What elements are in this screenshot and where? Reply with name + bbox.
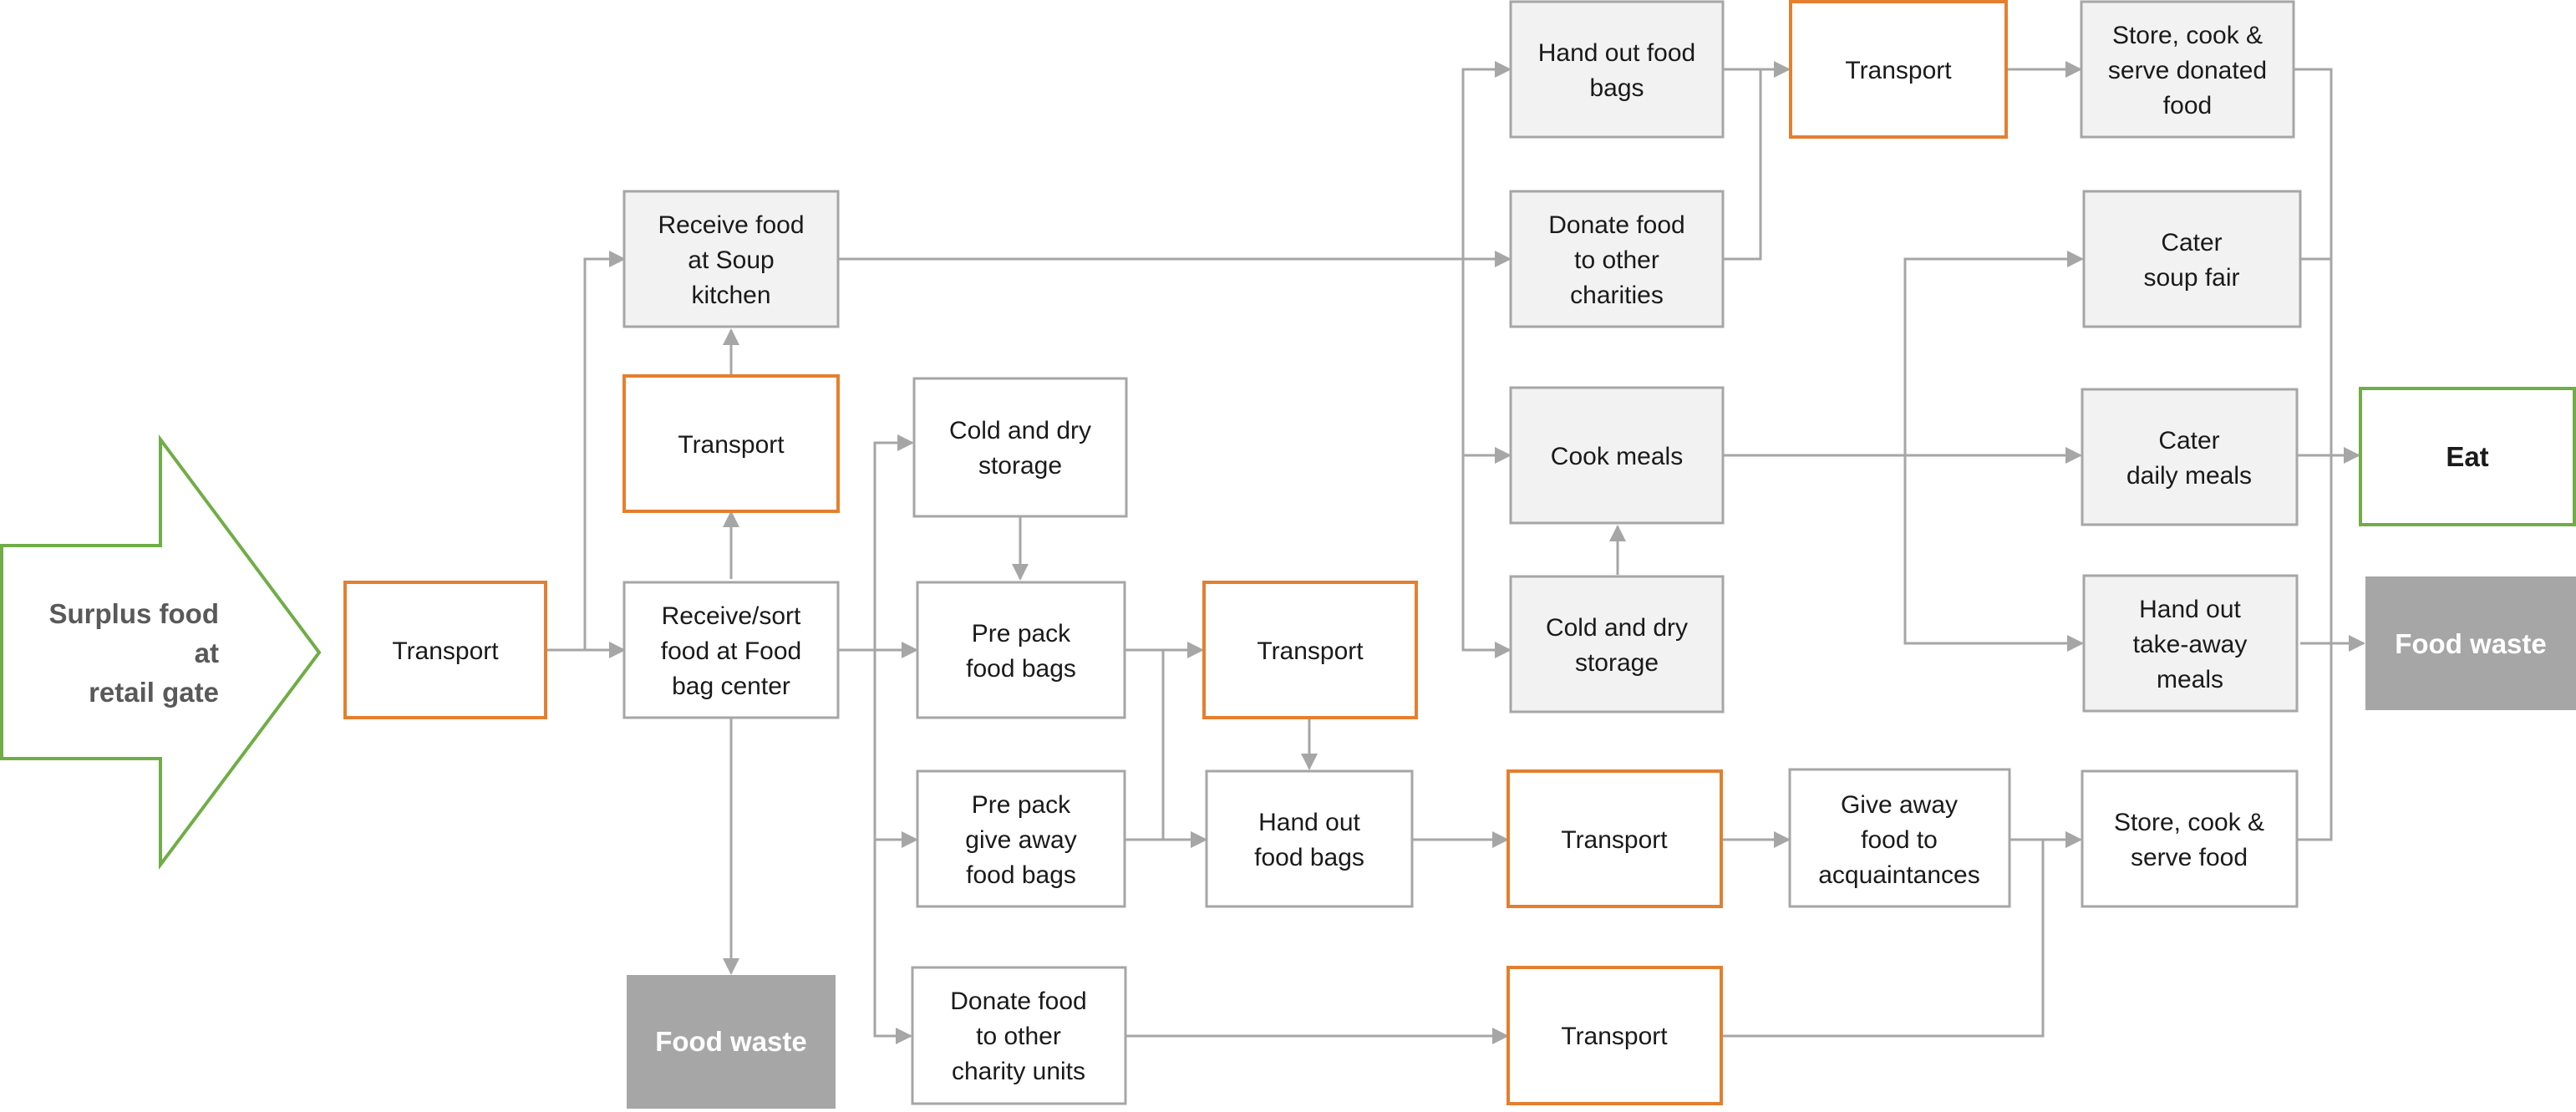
node-label: food bags [966,861,1076,889]
receive-sort-node: Receive/sort food at Food bag center [622,581,840,719]
connector [1461,61,1512,259]
node-label: Cold and dry [949,417,1091,444]
pre-pack-give-away-node: Pre pack give away food bags [916,769,1126,908]
node-label: Donate food [1548,211,1684,239]
hand-out-food-bags-top-node: Hand out food bags [1509,0,1725,139]
hand-out-take-away-node: Hand out take-away meals [2082,574,2299,713]
connector [873,434,914,650]
node-label: Receive food [658,211,804,239]
give-away-acquaintances-node: Give away food to acquaintances [1788,768,2011,908]
transport-node: Transport [1789,0,2008,139]
transport-node: Transport [343,581,547,719]
node-label: give away [965,826,1076,854]
node-label: storage [1575,649,1659,677]
connector [1461,455,1512,658]
node-label: Receive/sort [662,602,801,630]
node-label: to other [976,1023,1061,1050]
store-cook-serve-donated-node: Store, cook & serve donated food [2080,0,2295,139]
cold-dry-storage-right-node: Cold and dry storage [1509,575,1725,713]
node-label: meals [2157,666,2223,693]
node-label: bags [1589,74,1644,102]
transport-node: Transport [622,374,840,513]
node-label: acquaintances [1818,861,1979,889]
node-label: take-away [2133,631,2248,658]
node-label: to other [1574,246,1659,274]
pre-pack-food-bags-node: Pre pack food bags [916,581,1126,719]
node-label: Transport [1257,637,1364,665]
node-label: Food waste [655,1026,807,1057]
source-label-line1: Surplus food [49,598,219,629]
node-label: at Soup [688,246,774,274]
node-label: Hand out food [1538,39,1695,67]
node-label: food to [1861,826,1938,854]
node-label: storage [978,452,1062,480]
connectors [546,61,2365,1044]
cater-soup-fair-node: Cater soup fair [2082,190,2302,328]
hand-out-food-bags-node: Hand out food bags [1205,769,1414,908]
node-label: charities [1570,282,1664,309]
cater-daily-meals-node: Cater daily meals [2081,388,2299,526]
store-cook-serve-food-node: Store, cook & serve food [2081,769,2299,908]
node-label: food [2163,92,2212,119]
node-label: Cater [2158,427,2219,454]
node-label: Cater [2161,229,2222,256]
node-label: Transport [678,431,785,459]
node-label: Transport [1561,1023,1668,1050]
source-arrow: Surplus food at retail gate [0,434,322,871]
node-label: Transport [1845,57,1952,84]
node-label: Food waste [2395,628,2547,659]
node-label: Transport [392,637,499,665]
node-label: kitchen [691,282,770,309]
node-label: soup fair [2143,264,2239,292]
node-label: Hand out [2139,596,2241,623]
connector [583,251,626,650]
node-label: food at Food [661,637,801,665]
donate-charity-units-node: Donate food to other charity units [911,966,1127,1105]
connector [873,840,912,1044]
connector [873,650,918,848]
node-label: Cold and dry [1546,614,1688,642]
food-waste-node: Food waste [627,975,836,1109]
node-label: charity units [952,1058,1085,1085]
connector [1161,650,1207,848]
node-label: serve donated [2108,57,2267,84]
connector [1903,251,2084,455]
svg-text:Surplus food: Surplus food [49,598,219,629]
source-label-line3: retail gate [89,677,219,708]
svg-text:retail gate: retail gate [89,677,219,708]
transport-node: Transport [1506,769,1723,908]
transport-node: Transport [1506,966,1723,1105]
node-label: food bags [1254,844,1364,871]
node-label: food bags [966,655,1076,683]
donate-other-charities-node: Donate food to other charities [1509,190,1725,328]
connector [1903,455,2084,652]
nodes: Transport Receive/sort food at Food bag … [343,0,2576,1109]
source-label-line2: at [195,637,219,668]
node-label: Pre pack [972,791,1071,819]
node-label: serve food [2131,844,2248,871]
connector [1461,259,1512,464]
node-label: Cook meals [1551,443,1683,470]
node-label: Give away [1841,791,1958,819]
node-label: Pre pack [972,620,1071,647]
transport-node: Transport [1202,581,1418,719]
node-label: bag center [672,673,790,700]
node-label: Donate food [950,988,1086,1015]
food-waste-node: Food waste [2365,576,2576,710]
eat-node: Eat [2359,387,2576,526]
node-label: daily meals [2126,462,2252,490]
node-label: Store, cook & [2114,809,2264,836]
connector [1723,69,1762,261]
node-label: Store, cook & [2112,22,2263,49]
soup-kitchen-node: Receive food at Soup kitchen [622,190,840,328]
svg-text:at: at [195,637,219,668]
cold-dry-storage-node: Cold and dry storage [912,377,1128,518]
node-label: Transport [1561,826,1668,854]
node-label: Eat [2446,441,2488,472]
cook-meals-node: Cook meals [1509,386,1725,525]
node-label: Hand out [1258,809,1360,836]
